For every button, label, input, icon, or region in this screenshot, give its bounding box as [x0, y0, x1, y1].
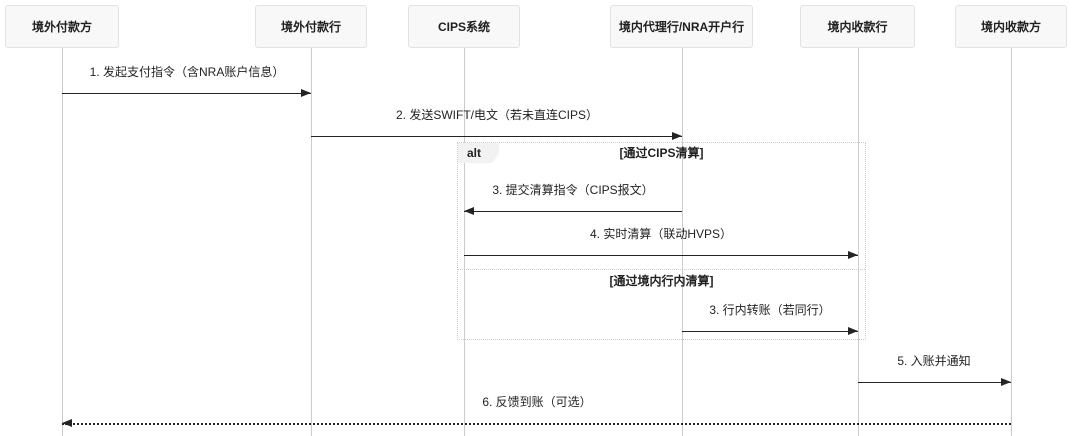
- message-2-label: 2. 发送SWIFT/电文（若未直连CIPS）: [395, 108, 599, 122]
- actor-label: 境内收款行: [827, 20, 888, 34]
- message-6-label: 6. 反馈到账（可选）: [482, 395, 592, 409]
- lifeline-overseas-payer: [62, 48, 63, 436]
- actor-overseas-payer: 境外付款方: [5, 5, 119, 48]
- arrowhead-right-icon: [672, 132, 682, 140]
- arrowhead-right-icon: [1001, 378, 1011, 386]
- message-2-line: [311, 136, 682, 137]
- message-4-label: 4. 实时清算（联动HVPS）: [589, 227, 733, 241]
- message-3-line: [464, 211, 682, 212]
- message-5-label: 5. 入账并通知: [897, 354, 971, 368]
- lifeline-domestic-payee: [1011, 48, 1012, 436]
- alt-guard-inhouse-clearing: [通过境内行内清算]: [609, 274, 714, 288]
- actor-cips-system: CIPS系统: [408, 5, 520, 48]
- lifeline-domestic-agent-nra-bank: [682, 48, 683, 436]
- alt-frame: alt [通过CIPS清算] [通过境内行内清算]: [457, 142, 866, 340]
- actor-domestic-receiving-bank: 境内收款行: [800, 5, 915, 48]
- actor-label: 境内代理行/NRA开户行: [618, 20, 745, 34]
- arrowhead-left-icon: [464, 207, 474, 215]
- message-5-line: [858, 382, 1011, 383]
- alt-operator-label: alt: [458, 143, 499, 163]
- alt-guard-cips-clearing: [通过CIPS清算]: [619, 146, 704, 160]
- message-1-line: [62, 93, 311, 94]
- actor-domestic-agent-nra-bank: 境内代理行/NRA开户行: [610, 5, 753, 48]
- actor-label: 境内收款方: [980, 20, 1041, 34]
- message-3b-label: 3. 行内转账（若同行）: [709, 303, 831, 317]
- arrowhead-right-icon: [848, 251, 858, 259]
- message-3b-line: [682, 331, 858, 332]
- actor-label: 境外付款行: [280, 20, 341, 34]
- message-4-line: [464, 255, 858, 256]
- message-1-label: 1. 发起支付指令（含NRA账户信息）: [89, 65, 285, 79]
- message-3-label: 3. 提交清算指令（CIPS报文）: [492, 183, 654, 197]
- actor-domestic-payee: 境内收款方: [955, 5, 1067, 48]
- actor-label: 境外付款方: [31, 20, 92, 34]
- lifeline-domestic-receiving-bank: [858, 48, 859, 436]
- lifeline-cips-system: [464, 48, 465, 436]
- arrowhead-right-icon: [301, 89, 311, 97]
- message-6-line: [62, 423, 1011, 425]
- lifeline-overseas-paying-bank: [311, 48, 312, 436]
- actor-overseas-paying-bank: 境外付款行: [255, 5, 367, 48]
- arrowhead-left-icon: [62, 419, 72, 427]
- actor-label: CIPS系统: [437, 20, 490, 34]
- arrowhead-right-icon: [848, 327, 858, 335]
- alt-section-divider: [458, 269, 865, 270]
